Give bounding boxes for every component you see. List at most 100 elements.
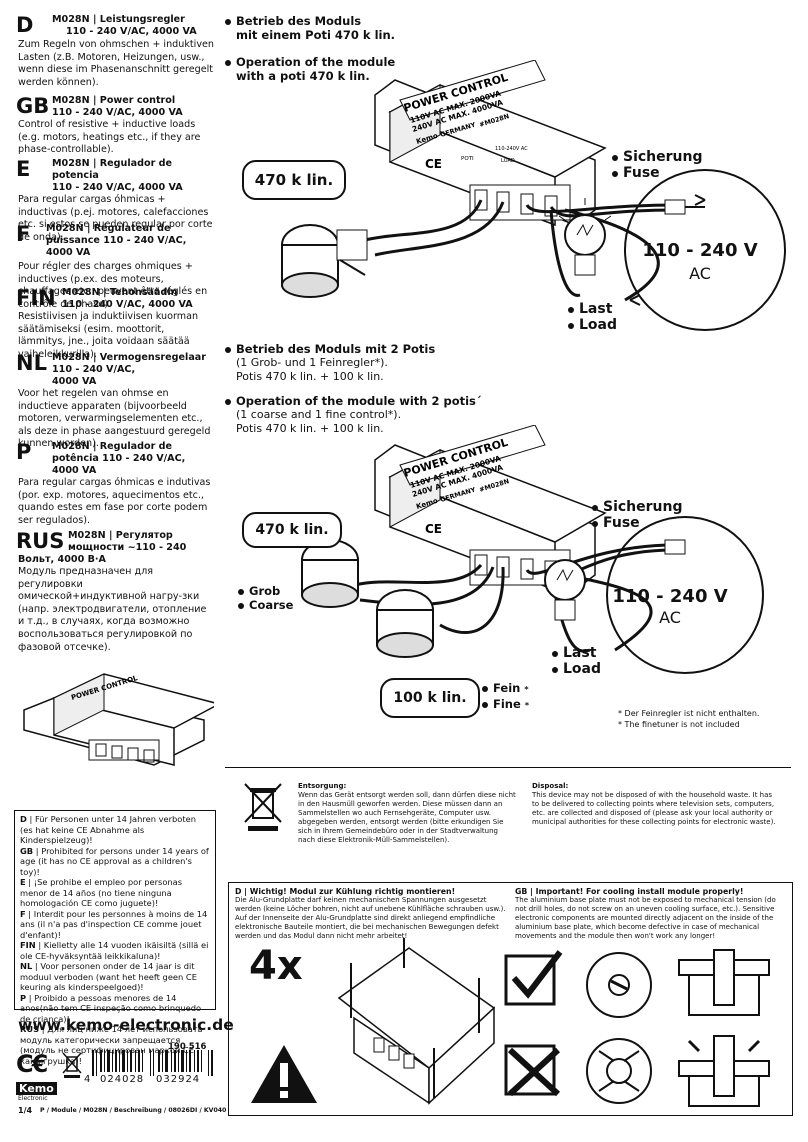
lang-body: Pour régler des charges ohmiques + induc… xyxy=(18,261,208,310)
lang-subheading: 110 - 240 V/AC, 4000 VA xyxy=(66,26,197,37)
kemo-logo-text: Kemo xyxy=(19,1082,54,1095)
lang-subheading: Вольт, 4000 В·А xyxy=(18,554,106,565)
ce-mark-icon: CE xyxy=(425,522,442,536)
bullet-icon xyxy=(238,588,244,595)
mount-gb-head: GB | Important! For cooling install modu… xyxy=(515,887,744,896)
mount-de-head: D | Wichtig! Modul zur Kühlung richtig m… xyxy=(235,887,456,896)
bullet-icon xyxy=(225,398,231,405)
fuse-label-en: Fuse xyxy=(623,165,660,181)
barcode-digit-1: 4 xyxy=(84,1074,91,1085)
load-label-de: Last xyxy=(563,645,597,661)
lang-code: NL xyxy=(16,351,47,375)
fuse-label-de: Sicherung xyxy=(603,499,683,515)
kemo-logo-sub: Electronic xyxy=(18,1095,48,1102)
diagram1-line2: mit einem Poti 470 k lin. xyxy=(236,28,396,42)
age-code: P xyxy=(20,992,27,1003)
lang-code: FIN xyxy=(16,286,56,310)
lang-subheading: 4000 VA xyxy=(52,465,97,476)
fine-label-de: Fein xyxy=(493,681,521,695)
load-label-en: Load xyxy=(563,661,602,677)
page-number: 1/4 xyxy=(18,1106,33,1115)
bullet-icon xyxy=(225,346,231,353)
disposal-de-body: Wenn das Gerät entsorgt werden soll, dan… xyxy=(298,791,516,844)
age-code: RUS xyxy=(20,1024,40,1034)
bullet-icon xyxy=(592,520,598,527)
diagram1-caption: Betrieb des Moduls mit einem Poti 470 k … xyxy=(225,14,395,83)
barcode-digits-2: 024028 xyxy=(100,1074,145,1085)
disposal-gb-body: This device may not be disposed of with … xyxy=(532,791,776,826)
lang-heading: M028N | Regulador de potência 110 - 240 … xyxy=(52,441,186,464)
fuse-label-en: Fuse xyxy=(603,515,640,531)
mount-de-body: Die Alu-Grundplatte darf keinen mechanis… xyxy=(235,896,506,940)
bullet-icon xyxy=(552,666,558,673)
load-label-1: Last Load xyxy=(568,302,617,332)
age-code: D xyxy=(20,814,27,824)
lang-heading: M028N | Regulador de potencia xyxy=(52,158,173,181)
bullet-icon xyxy=(225,18,231,25)
module-illustration-small: POWER CONTROL xyxy=(23,673,214,766)
voltage-ac-1: AC xyxy=(689,264,711,283)
diagram1-line1: Betrieb des Moduls xyxy=(225,14,395,28)
lang-body: Voor het regelen van ohmse en inductieve… xyxy=(18,388,211,450)
bullet-icon xyxy=(552,650,558,657)
fine-label-en: Fine xyxy=(493,697,521,711)
age-text: Interdit pour les personnes à moins de 1… xyxy=(20,908,208,940)
module-poti-label: POTI xyxy=(461,156,474,162)
disposal-divider xyxy=(225,767,791,768)
ce-mark-icon: CE xyxy=(425,157,442,171)
lang-heading: M028N | Régulateur de puissance 110 - 24… xyxy=(46,223,187,258)
lang-body: Control of resistive + inductive loads (… xyxy=(18,119,201,156)
diagram2-line4-text: Operation of the module with 2 potis´ xyxy=(236,394,482,408)
lang-block-rus: RUS M028N | Регулятор мощности ~110 - 24… xyxy=(16,530,214,654)
coarse-label: Grob Coarse xyxy=(238,584,293,612)
lang-block-fin: FIN M028N | Tehonsäädin 110 - 240 V/AC, … xyxy=(16,286,214,361)
warning-triangle-icon xyxy=(251,1045,317,1103)
diagram1-line3: Operation of the module xyxy=(225,55,395,69)
lang-heading: M028N | Tehonsäädin xyxy=(62,287,178,298)
lang-block-nl: NL M028N | Vermogensregelaar 110 - 240 V… xyxy=(16,351,214,451)
lang-heading: M028N | Vermogensregelaar 110 - 240 V/AC… xyxy=(52,352,207,375)
correct-mounting-icon xyxy=(586,949,770,1018)
mount-gb: GB | Important! For cooling install modu… xyxy=(515,887,785,941)
bullet-icon xyxy=(225,59,231,66)
lang-subheading: 4000 VA xyxy=(52,376,97,387)
wrong-mounting-icon xyxy=(586,1035,770,1107)
waste-bin-crossed-icon xyxy=(244,783,282,831)
website-url[interactable]: www.kemo-electronic.de xyxy=(18,1016,234,1034)
bullet-icon xyxy=(482,701,488,708)
age-warning-nl: NL | Voor personen onder de 14 jaar is d… xyxy=(20,961,197,992)
barcode xyxy=(92,1050,213,1076)
lang-heading: M028N | Power control xyxy=(52,95,176,106)
load-label-en: Load xyxy=(579,317,618,333)
doc-number: 190 516 xyxy=(168,1042,207,1052)
fine-label: Fein * Fine * xyxy=(482,681,529,713)
diagram2-line1-text: Betrieb des Moduls mit 2 Potis xyxy=(236,342,436,356)
lang-body: Resistiivisen ja induktiivisen kuorman s… xyxy=(18,311,199,360)
module-mounting-illustration xyxy=(337,938,496,1105)
fuse-label-1: Sicherung Fuse xyxy=(612,150,703,180)
age-text: Voor personen onder de 14 jaar is dit mo… xyxy=(20,961,197,992)
diagram2-line2: (1 Grob- und 1 Feinregler*). xyxy=(236,356,388,369)
coarse-label-de: Grob xyxy=(249,584,281,598)
lang-body: Модуль предназначен для регулировки омич… xyxy=(18,566,207,653)
coarse-label-en: Coarse xyxy=(249,598,294,612)
age-warning-e: E | ¡Se prohibe el empleo por personas m… xyxy=(20,877,183,908)
bullet-icon xyxy=(612,154,618,161)
poti-label-470: 470 k lin. xyxy=(242,160,346,200)
lang-code: P xyxy=(16,440,32,464)
waste-bin-crossed-icon xyxy=(62,1052,82,1078)
lang-body: Para regular cargas óhmicas + inductivas… xyxy=(18,194,213,243)
age-text: Für Personen unter 14 Jahren verboten (e… xyxy=(20,814,196,845)
diagram2-caption: Betrieb des Moduls mit 2 Potis (1 Grob- … xyxy=(225,342,482,436)
bullet-icon xyxy=(482,685,488,692)
bullet-icon xyxy=(592,504,598,511)
age-code: E xyxy=(20,877,26,887)
diagram1-line4: with a poti 470 k lin. xyxy=(236,69,370,83)
age-warning-d: D | Für Personen unter 14 Jahren verbote… xyxy=(20,814,196,845)
lang-body: Para regular cargas óhmicas e indutivas … xyxy=(18,477,211,526)
wiring-diagram-1: POWER CONTROL 110V AC MAX. 2000VA 240V A… xyxy=(281,60,786,331)
age-text: Kielletty alle 14 vuoden ikäisiltä (sill… xyxy=(20,940,209,961)
lang-block-p: P M028N | Regulador de potência 110 - 24… xyxy=(16,440,214,527)
ce-mark-icon: C€ xyxy=(16,1050,48,1078)
checkmark-icon xyxy=(504,950,563,1006)
